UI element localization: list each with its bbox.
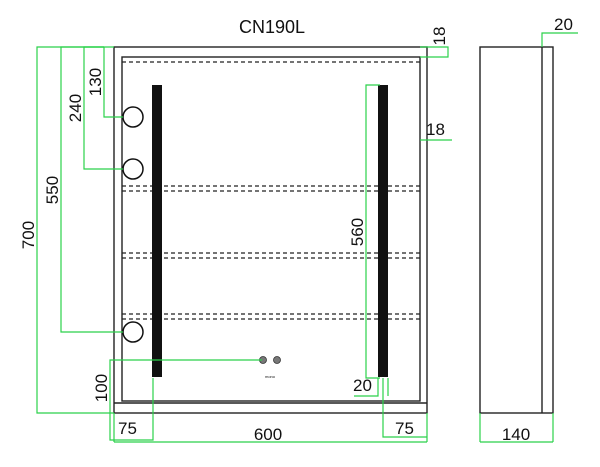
cabinet-outer-frame: [113, 46, 428, 414]
dim-socket-3: 550: [43, 176, 62, 204]
panel-label: mono: [265, 374, 276, 379]
shelf-3: [122, 313, 420, 320]
dim-socket-2: 240: [66, 94, 85, 122]
led-strip-left: [152, 85, 162, 377]
dim-side-view-top: 20: [554, 15, 573, 34]
dim-overall-width: 600: [254, 425, 282, 444]
dim-overall-height: 700: [19, 221, 38, 249]
socket-3-icon: [122, 321, 144, 343]
front-view: mono: [113, 46, 428, 414]
socket-1-icon: [122, 106, 144, 128]
dimension-labels: 18 18 20 130 240 550 700 560 20 100 75 7…: [19, 15, 573, 444]
shelf-1: [122, 185, 420, 192]
cabinet-inner-frame: [121, 56, 421, 402]
dim-top-thickness: 18: [430, 27, 449, 46]
dim-socket-1: 130: [86, 68, 105, 96]
dim-led-width: 20: [353, 376, 372, 395]
dim-depth: 140: [502, 425, 530, 444]
control-panel: mono: [259, 356, 281, 379]
dim-right-margin: 75: [395, 419, 414, 438]
side-view: [479, 46, 554, 414]
shelf-2: [122, 252, 420, 259]
model-title: CN190L: [239, 17, 305, 37]
dim-bottom: 100: [92, 374, 111, 402]
dim-led-height: 560: [348, 218, 367, 246]
switch-2-icon: [273, 356, 281, 364]
socket-2-icon: [122, 158, 144, 180]
side-view-body: [479, 46, 554, 414]
dim-side-thickness: 18: [426, 120, 445, 139]
dim-left-margin: 75: [118, 419, 137, 438]
led-strip-right: [378, 85, 388, 377]
dimension-lines: [36, 32, 578, 443]
